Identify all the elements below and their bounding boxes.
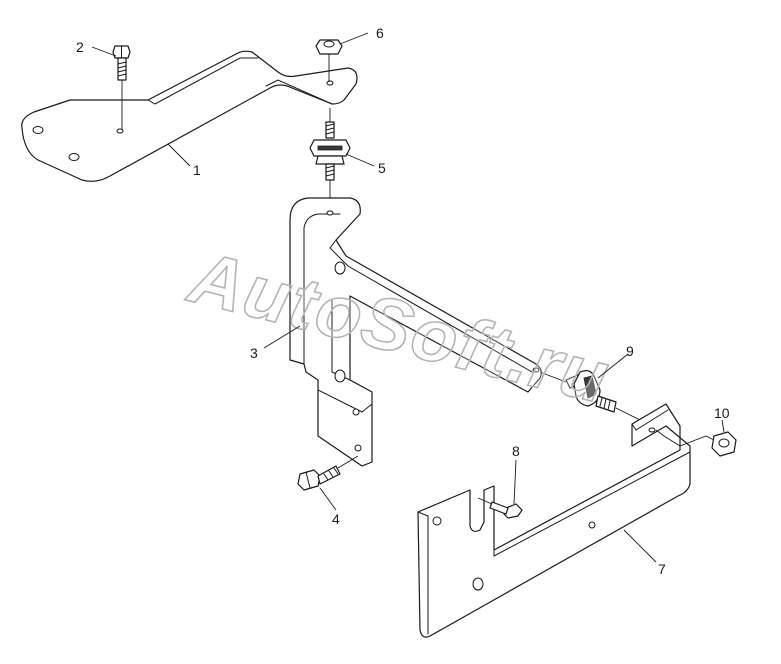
- bolt-hole: [116, 128, 124, 134]
- callout-8: 8: [512, 443, 520, 459]
- watermark: AutoSoft.ru: [179, 234, 619, 420]
- part-1-upper-bracket: [21, 50, 358, 182]
- stud-hole: [326, 80, 334, 86]
- part-4-bolt: [297, 455, 359, 491]
- callout-2: 2: [76, 39, 84, 55]
- part-7-lower-bracket: [417, 403, 691, 638]
- part-10-nut: [655, 429, 737, 457]
- callout-10: 10: [714, 405, 730, 421]
- callout-7: 7: [658, 561, 666, 577]
- callout-9: 9: [626, 343, 634, 359]
- callout-leaders: [91, 32, 725, 563]
- callout-3: 3: [250, 345, 258, 361]
- part-8-small-bolt: [477, 497, 523, 519]
- part-9-side-mount: [539, 370, 657, 429]
- callout-1: 1: [193, 162, 201, 178]
- part-3-main-bracket: [289, 197, 542, 467]
- callout-labels: 2 6 1 5 3 4 9 7 8 10: [76, 25, 730, 577]
- callout-6: 6: [376, 25, 384, 41]
- callout-4: 4: [332, 511, 340, 527]
- part-5-rubber-mount: [309, 108, 351, 212]
- callout-5: 5: [378, 160, 386, 176]
- part-6-nut: [315, 39, 343, 82]
- svg-text:AutoSoft.ru: AutoSoft.ru: [180, 235, 618, 420]
- part-2-bolt: [112, 45, 131, 130]
